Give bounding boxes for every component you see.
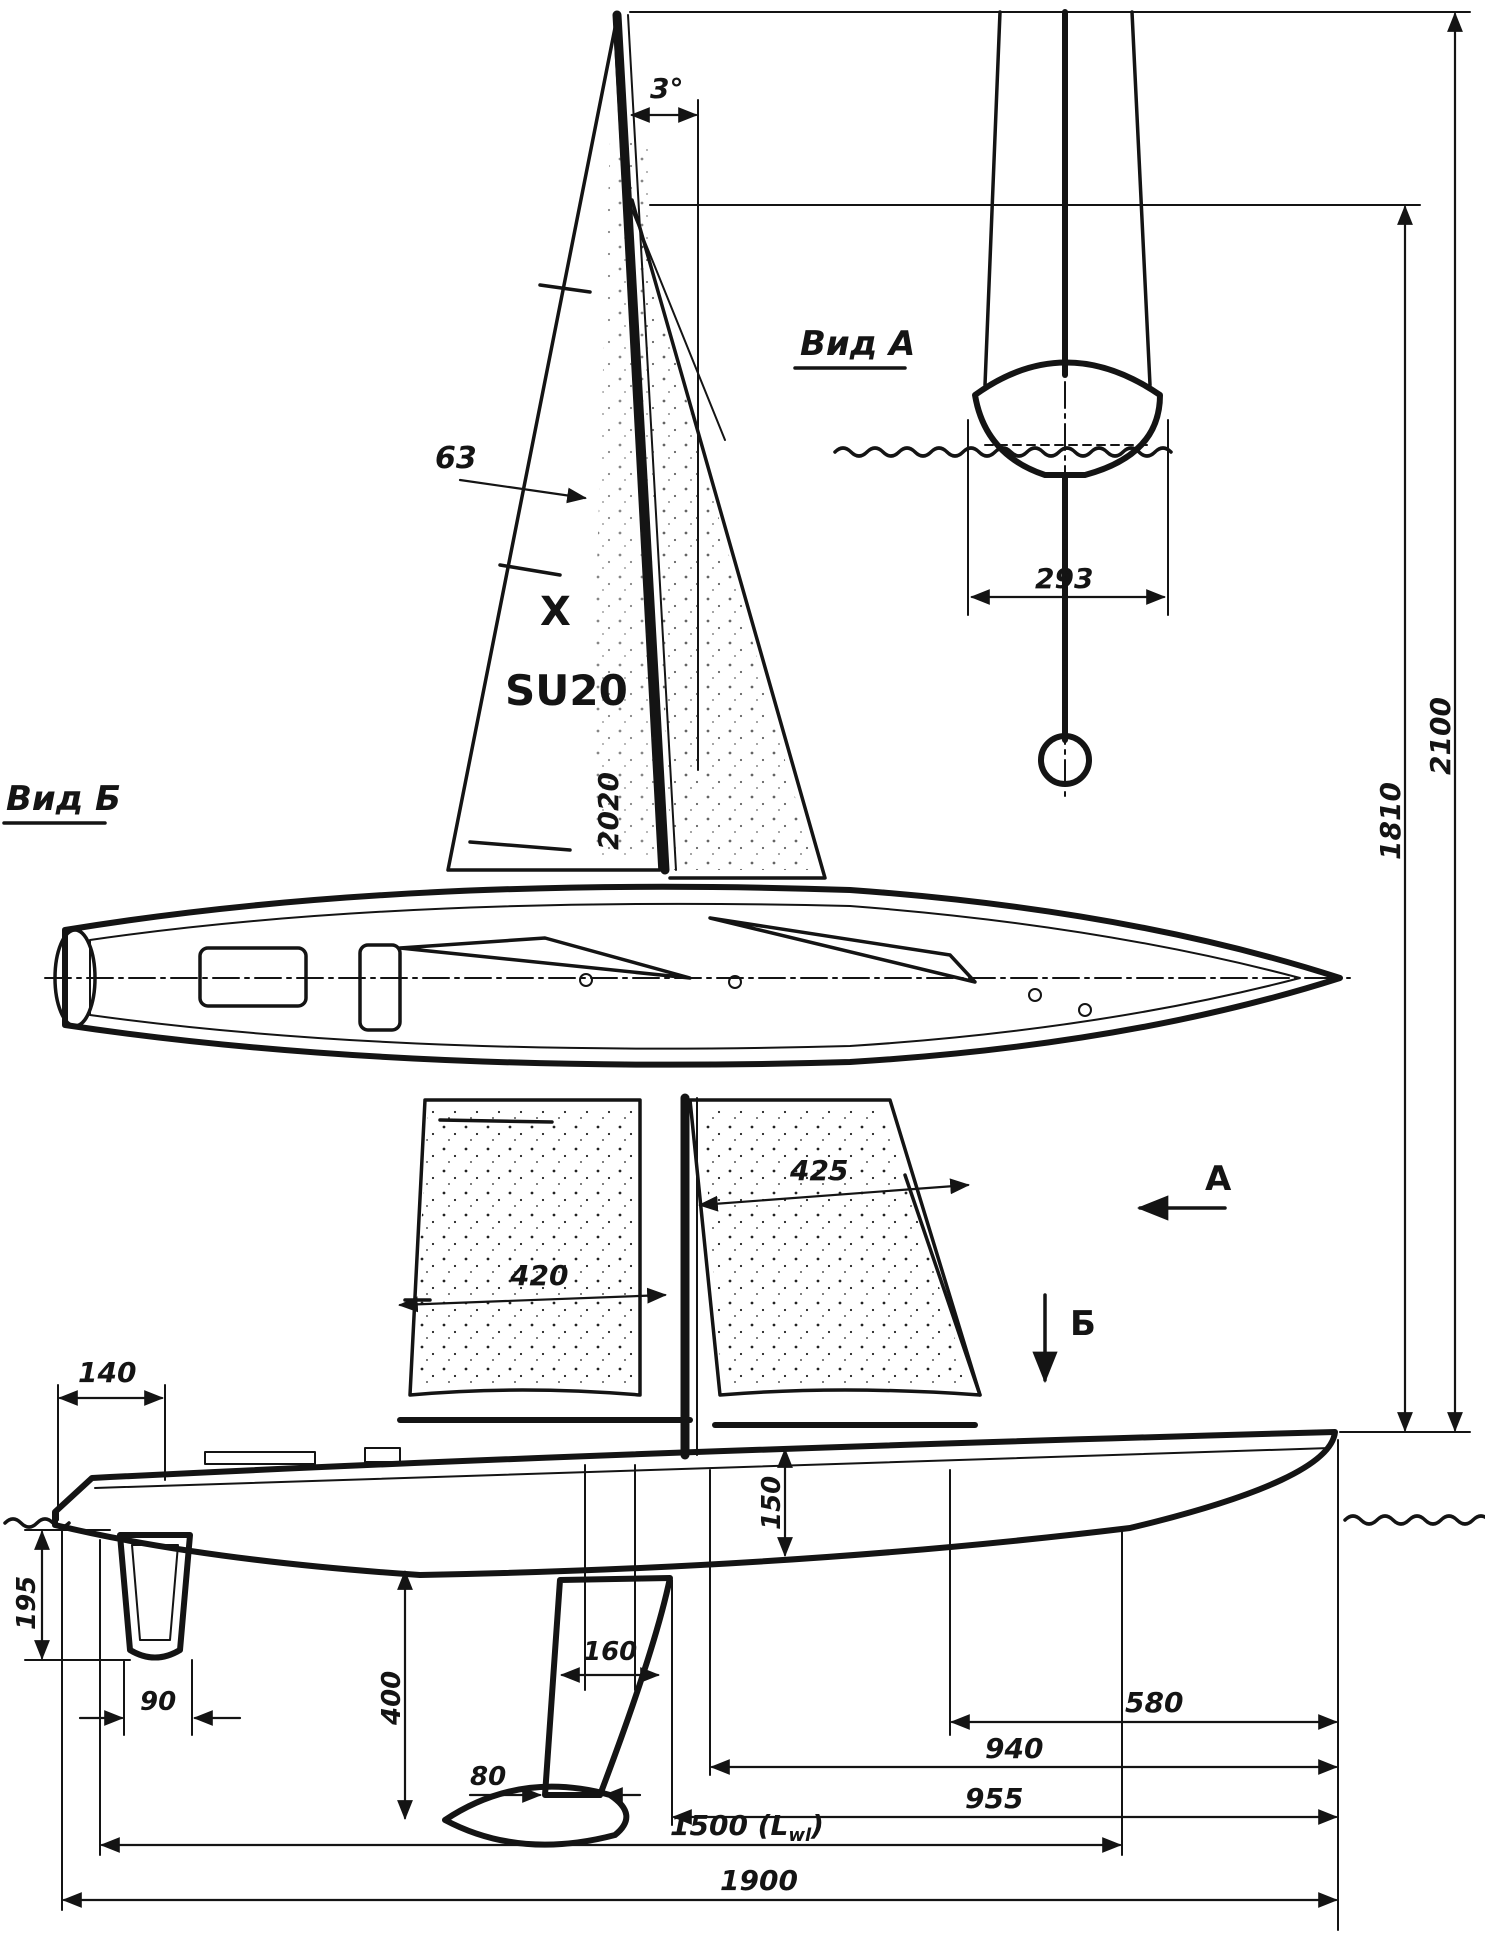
side-view-rig: 420 425 А Б [397,1093,1232,1460]
rudder-depth-dim: 195 [12,1576,42,1630]
batten-offset-dim: 63 [435,441,477,476]
jib-stipple [640,230,815,870]
height-1810-dim: 1810 [1374,782,1407,860]
side-waterline-bow [1343,1514,1485,1526]
sail-number: SU20 [505,666,628,715]
mainsail-luff-dim: 2020 [592,772,625,850]
batten-1 [538,283,592,294]
dim-940: 940 [985,1732,1043,1765]
view-b-deck-plan: Вид Б [2,779,1351,1068]
deck-fitting-servo [364,1447,401,1463]
hull-profile [52,1429,1338,1578]
arrow-a-label: А [1205,1159,1232,1199]
fitting-2 [728,975,742,989]
dim-lwl-sub: wl [788,1825,812,1846]
side-waterline [3,1517,71,1529]
rudder [117,1532,193,1661]
fin-tip-dim: 80 [470,1762,506,1792]
side-dimensions: 140 195 90 150 160 400 80 [12,1356,1339,1931]
rudder-tip-dim: 90 [140,1687,176,1717]
batten-3 [468,840,572,852]
jib-foot-arrow [698,1178,970,1212]
main-boom-plan [398,936,692,980]
deck-outline [62,883,1343,1068]
freeboard-dim: 150 [757,1476,787,1530]
jib-outline [630,198,827,880]
sheer-line [94,1447,1331,1489]
view-a-label: Вид А [800,324,915,364]
side-jib-leech [903,1173,982,1397]
side-view-hull [3,1429,1485,1848]
fitting-4 [1078,1003,1092,1017]
dim-lwl: 1500 (Lwl) [670,1809,824,1846]
servo-box [358,943,402,1032]
view-a-shroud-left [983,10,1002,387]
side-jib-sail [688,1098,982,1397]
dim-955: 955 [965,1782,1023,1815]
side-main-sail [408,1098,642,1397]
batten-2 [498,563,562,577]
fitting-1 [579,973,593,987]
fitting-3 [1028,988,1042,1002]
view-a-hull-section [972,359,1163,478]
hull-beam-dim: 293 [1035,562,1093,595]
deck-fitting-aft [204,1451,316,1465]
batten-offset-arrow [458,478,587,504]
view-a-section: Вид А 293 [793,9,1173,801]
fin-depth-dim: 400 [377,1671,407,1726]
side-main-stipple [412,1110,636,1388]
rake-dim: 3° [650,72,683,105]
rudder-inner [131,1544,179,1641]
main-foot-dim: 420 [509,1259,568,1292]
dim-loa: 1900 [720,1864,798,1897]
rudder-chord-dim: 140 [78,1356,136,1389]
main-foot-arrow [398,1287,667,1313]
view-a-waterline [833,446,1173,458]
jib-boom-plan [708,916,977,984]
fin-keel [542,1575,673,1798]
deck-hatch [198,946,308,1008]
jib-foot-dim: 425 [789,1154,848,1187]
arrow-b-label: Б [1070,1304,1096,1344]
side-main-batten [438,1118,554,1124]
height-dimensions: 1810 2100 [629,11,1471,1433]
forestay [629,204,726,441]
sail-letter: X [540,589,571,635]
view-a-shroud-right [1130,10,1152,387]
mast [612,10,670,875]
sail-plan-side: X SU20 3° 63 2020 [435,10,827,880]
dim-580: 580 [1125,1686,1183,1719]
view-b-label: Вид Б [6,779,121,819]
height-2100-dim: 2100 [1424,697,1457,775]
fin-root-dim: 160 [583,1637,637,1667]
